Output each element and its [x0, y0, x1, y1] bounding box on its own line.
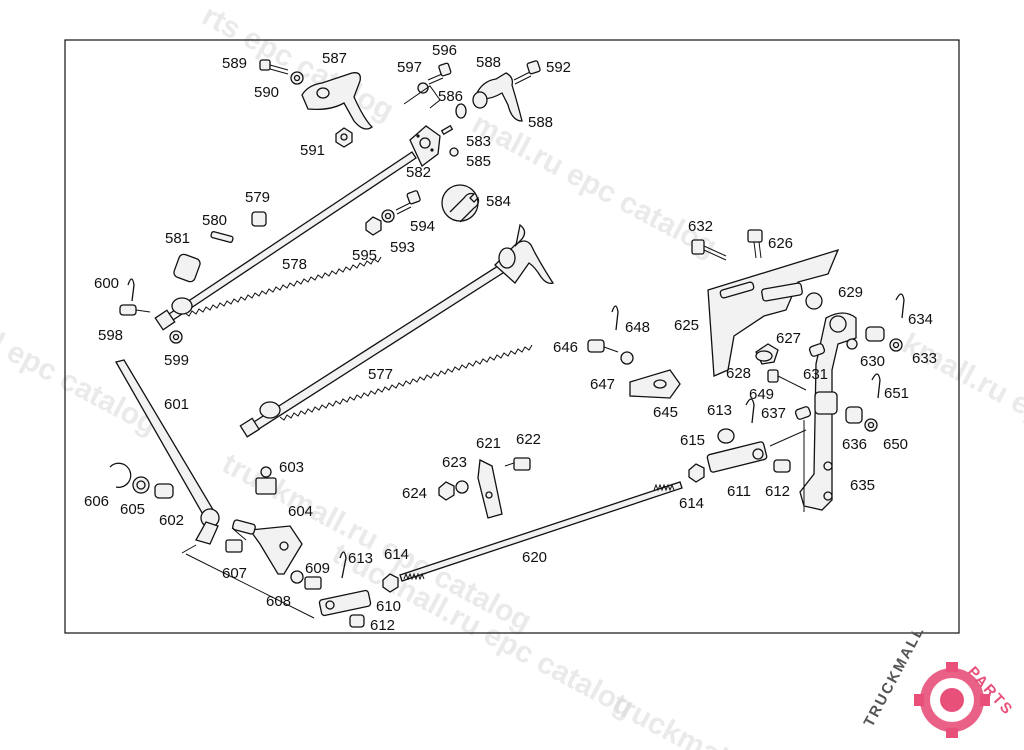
- label-602: 602: [159, 512, 184, 529]
- label-613b: 613: [707, 402, 732, 419]
- label-614a: 614: [384, 546, 409, 563]
- label-584: 584: [486, 193, 511, 210]
- label-597: 597: [397, 59, 422, 76]
- label-632: 632: [688, 218, 713, 235]
- small-fasteners-upper: [119, 59, 541, 344]
- label-588b: 588: [528, 114, 553, 131]
- label-607: 607: [222, 565, 247, 582]
- label-635: 635: [850, 477, 875, 494]
- label-581: 581: [165, 230, 190, 247]
- label-588a: 588: [476, 54, 501, 71]
- bracket-625: [691, 229, 840, 377]
- label-613a: 613: [348, 550, 373, 567]
- label-648: 648: [625, 319, 650, 336]
- label-612b: 612: [765, 483, 790, 500]
- watermark: mall.ru epc catalog: [467, 107, 722, 264]
- label-600: 600: [94, 275, 119, 292]
- label-589: 589: [222, 55, 247, 72]
- label-592: 592: [546, 59, 571, 76]
- rod-578: [154, 151, 417, 331]
- label-637: 637: [761, 405, 786, 422]
- label-621: 621: [476, 435, 501, 452]
- label-590: 590: [254, 84, 279, 101]
- label-630: 630: [860, 353, 885, 370]
- label-579: 579: [245, 189, 270, 206]
- label-624: 624: [402, 485, 427, 502]
- logo-text-dark: TRUCKMALL: [861, 623, 929, 730]
- label-633: 633: [912, 350, 937, 367]
- label-620: 620: [522, 549, 547, 566]
- label-612a: 612: [370, 617, 395, 634]
- label-609: 609: [305, 560, 330, 577]
- label-646: 646: [553, 339, 578, 356]
- lever-601: [109, 359, 399, 628]
- part-labels: 589 590 587 591 596 597 588 592 586 588 …: [84, 42, 937, 634]
- label-582: 582: [406, 164, 431, 181]
- label-591: 591: [300, 142, 325, 159]
- label-580: 580: [202, 212, 227, 229]
- label-606: 606: [84, 493, 109, 510]
- rod-620: [399, 463, 705, 582]
- label-595: 595: [352, 247, 377, 264]
- rod-577: [239, 223, 555, 438]
- label-603: 603: [279, 459, 304, 476]
- label-608: 608: [266, 593, 291, 610]
- label-605: 605: [120, 501, 145, 518]
- label-610: 610: [376, 598, 401, 615]
- label-645: 645: [653, 404, 678, 421]
- group-bracket: [403, 85, 441, 109]
- parts: [109, 59, 905, 628]
- label-586: 586: [438, 88, 463, 105]
- truckmallparts-logo: TRUCKMALL PARTS: [861, 623, 1017, 738]
- label-651: 651: [884, 385, 909, 402]
- label-598: 598: [98, 327, 123, 344]
- label-615: 615: [680, 432, 705, 449]
- label-650: 650: [883, 436, 908, 453]
- label-593: 593: [390, 239, 415, 256]
- label-628: 628: [726, 365, 751, 382]
- label-647: 647: [590, 376, 615, 393]
- watermark: truckmall: [607, 687, 740, 750]
- label-629: 629: [838, 284, 863, 301]
- label-626: 626: [768, 235, 793, 252]
- label-649: 649: [749, 386, 774, 403]
- label-577: 577: [368, 366, 393, 383]
- small-fasteners-right: [706, 293, 905, 473]
- lever-handles: [301, 72, 523, 168]
- bracket-621: [438, 457, 531, 519]
- label-627: 627: [776, 330, 801, 347]
- diagram-frame: [64, 39, 960, 634]
- label-623: 623: [442, 454, 467, 471]
- label-636: 636: [842, 436, 867, 453]
- label-625: 625: [674, 317, 699, 334]
- label-578: 578: [282, 256, 307, 273]
- label-596: 596: [432, 42, 457, 59]
- label-604: 604: [288, 503, 313, 520]
- label-611: 611: [727, 483, 751, 500]
- label-634: 634: [908, 311, 933, 328]
- label-614b: 614: [679, 495, 704, 512]
- label-583: 583: [466, 133, 491, 150]
- label-594: 594: [410, 218, 435, 235]
- label-587: 587: [322, 50, 347, 67]
- label-622: 622: [516, 431, 541, 448]
- label-631: 631: [803, 366, 828, 383]
- watermark: kmall.ru epc: [897, 327, 1024, 438]
- label-601: 601: [164, 396, 189, 413]
- block-645: [587, 305, 681, 399]
- label-599: 599: [164, 352, 189, 369]
- label-585: 585: [466, 153, 491, 170]
